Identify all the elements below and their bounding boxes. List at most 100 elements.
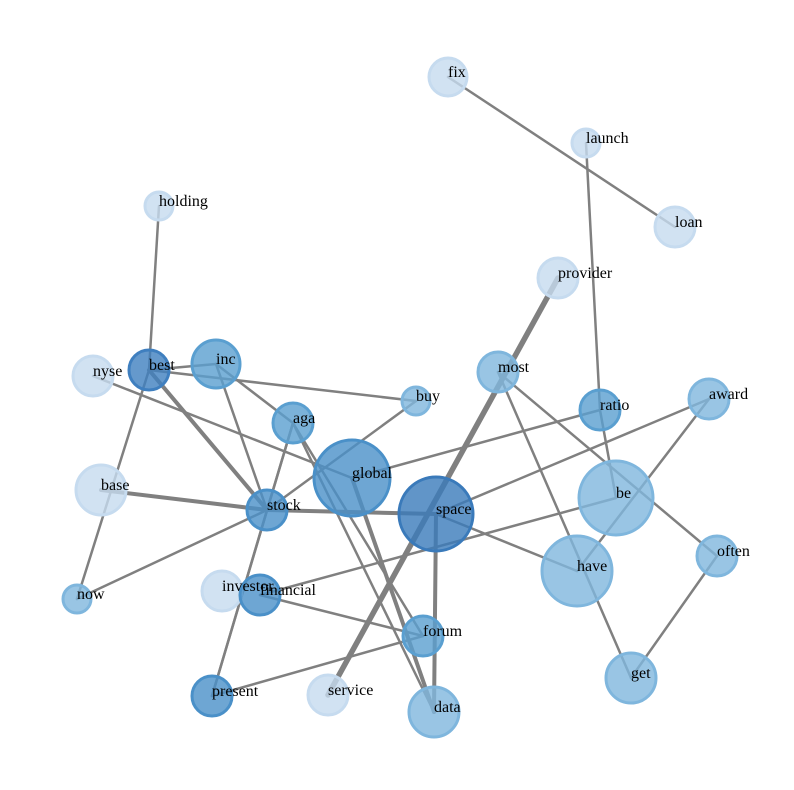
edge-nyse-global xyxy=(91,374,354,480)
node-award xyxy=(687,377,731,421)
node-circle xyxy=(427,56,469,98)
edge-financial-forum xyxy=(258,593,425,638)
node-label: ratio xyxy=(600,397,629,414)
node-circle xyxy=(540,534,614,608)
node-stock xyxy=(245,488,289,532)
node-provider xyxy=(536,256,580,300)
node-space xyxy=(397,475,475,553)
node-label: be xyxy=(616,485,631,502)
edge-stock-now xyxy=(75,508,269,601)
node-label: forum xyxy=(423,623,463,640)
node-be xyxy=(577,459,655,537)
node-circle xyxy=(570,127,602,159)
node-base xyxy=(74,463,128,517)
node-label: stock xyxy=(267,497,301,514)
nodes-layer: fix launch loan holding provider nyse best inc m… xyxy=(61,56,750,739)
node-loan xyxy=(653,205,697,249)
node-circle xyxy=(74,463,128,517)
node-label: inc xyxy=(216,351,236,368)
edge-forum-present xyxy=(210,634,425,698)
node-circle xyxy=(653,205,697,249)
node-circle xyxy=(407,685,461,739)
node-label: most xyxy=(498,359,530,376)
node-label: often xyxy=(717,543,750,560)
node-label: buy xyxy=(416,388,440,405)
node-label: base xyxy=(101,477,129,494)
node-label: launch xyxy=(586,130,629,147)
edge-launch-ratio xyxy=(584,141,602,412)
node-label: global xyxy=(352,465,393,482)
node-label: aga xyxy=(293,410,315,427)
edge-fix-loan xyxy=(446,75,677,229)
node-circle xyxy=(238,573,282,617)
node-nyse xyxy=(71,354,115,398)
node-circle xyxy=(397,475,475,553)
node-label: get xyxy=(631,665,651,682)
node-buy xyxy=(400,385,432,417)
node-label: provider xyxy=(558,265,613,282)
node-label: investor xyxy=(222,578,274,595)
edge-holding-best xyxy=(147,204,161,372)
node-label: best xyxy=(149,357,175,374)
edge-space-award xyxy=(434,397,711,516)
node-label: present xyxy=(212,683,259,700)
node-often xyxy=(695,534,739,578)
node-circle xyxy=(271,401,315,445)
node-present xyxy=(190,674,234,718)
node-label: data xyxy=(434,699,461,716)
node-circle xyxy=(695,534,739,578)
node-label: fix xyxy=(448,64,466,81)
node-circle xyxy=(190,338,242,390)
node-best xyxy=(127,348,171,392)
node-now xyxy=(61,583,93,615)
node-circle xyxy=(71,354,115,398)
node-circle xyxy=(536,256,580,300)
node-label: loan xyxy=(675,214,703,231)
node-forum xyxy=(401,614,445,658)
node-label: nyse xyxy=(93,363,122,380)
edge-global-data xyxy=(350,476,436,714)
node-circle xyxy=(143,190,175,222)
node-label: space xyxy=(436,501,472,518)
node-inc xyxy=(190,338,242,390)
edges-layer xyxy=(75,75,719,714)
node-service xyxy=(306,673,350,717)
node-label: holding xyxy=(159,193,208,210)
node-circle xyxy=(577,459,655,537)
node-aga xyxy=(271,401,315,445)
node-circle xyxy=(604,651,658,705)
node-circle xyxy=(476,350,520,394)
node-circle xyxy=(400,385,432,417)
node-circle xyxy=(245,488,289,532)
node-label: award xyxy=(709,386,748,403)
node-circle xyxy=(127,348,171,392)
edge-best-buy xyxy=(147,368,418,403)
node-most xyxy=(476,350,520,394)
node-get xyxy=(604,651,658,705)
node-label: service xyxy=(328,682,373,699)
node-label: have xyxy=(577,558,607,575)
edge-base-stock xyxy=(99,488,269,512)
node-label: financial xyxy=(260,582,317,599)
node-have xyxy=(540,534,614,608)
node-data xyxy=(407,685,461,739)
node-circle xyxy=(61,583,93,615)
node-launch xyxy=(570,127,602,159)
node-holding xyxy=(143,190,175,222)
node-circle xyxy=(401,614,445,658)
edge-global-ratio xyxy=(350,408,602,480)
node-label: now xyxy=(77,586,105,603)
node-ratio xyxy=(578,388,622,432)
node-circle xyxy=(190,674,234,718)
edge-aga-forum xyxy=(291,421,425,638)
edge-best-stock xyxy=(147,368,269,512)
node-circle xyxy=(578,388,622,432)
edge-most-get xyxy=(496,370,633,680)
node-circle xyxy=(312,438,392,518)
node-global xyxy=(312,438,392,518)
node-financial xyxy=(238,573,282,617)
node-circle xyxy=(306,673,350,717)
node-circle xyxy=(687,377,731,421)
